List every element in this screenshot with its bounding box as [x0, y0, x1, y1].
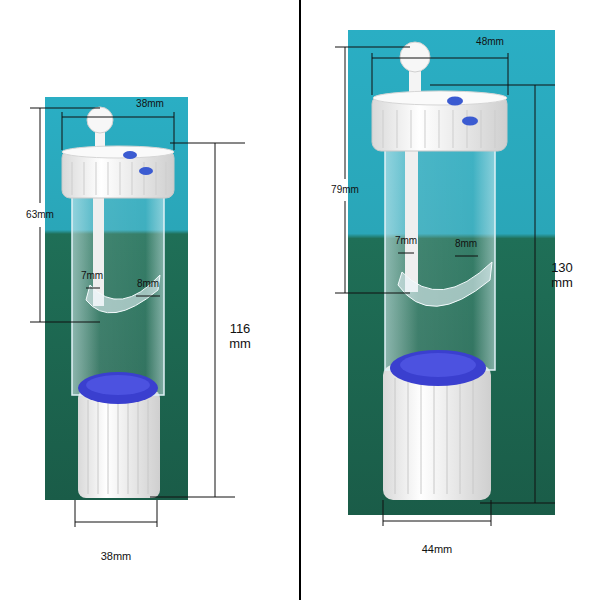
dimension-label: 8mm [137, 278, 159, 290]
dimension-label: 7mm [81, 270, 103, 282]
dimension-label: 79mm [331, 184, 359, 196]
dimension-label: 44mm [422, 543, 453, 556]
dimension-lines-right [335, 47, 555, 526]
dimension-label: 63mm [26, 209, 54, 221]
dimension-label: 7mm [395, 235, 417, 247]
dimension-label: 38mm [101, 550, 132, 563]
dimension-label: 48mm [476, 36, 504, 48]
left-case-photo [45, 97, 188, 500]
right-case-photo [348, 30, 555, 515]
divider-line [299, 0, 301, 600]
dimension-label: 38mm [136, 98, 164, 110]
dimension-lines-left [30, 108, 245, 527]
dimension-label: 130 mm [545, 261, 579, 291]
dimension-label: 116 mm [224, 322, 256, 352]
dimension-label: 8mm [455, 238, 477, 250]
